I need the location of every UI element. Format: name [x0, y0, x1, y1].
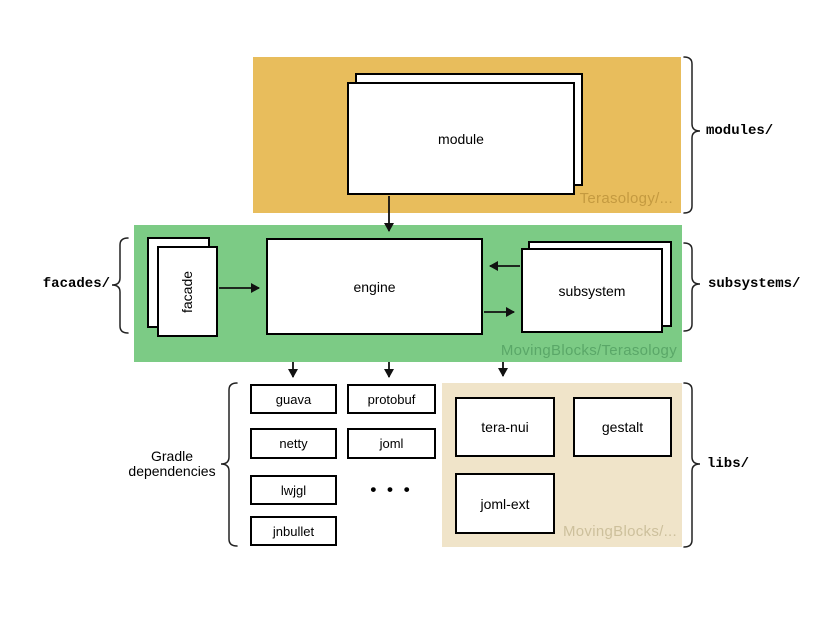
brace-subsystems	[683, 242, 701, 332]
netty-label: netty	[279, 436, 308, 451]
libs-bracket-label: libs/	[707, 456, 750, 472]
core-watermark: MovingBlocks/Terasology	[500, 342, 677, 359]
modules-bracket-label: modules/	[706, 123, 774, 139]
lwjgl-label: lwjgl	[280, 482, 307, 498]
deps-ellipsis: • • •	[370, 480, 413, 499]
gradle-label-line1: Gradle	[150, 448, 194, 464]
gestalt-label: gestalt	[601, 419, 644, 435]
subsystems-bracket-label: subsystems/	[708, 276, 801, 292]
gradle-label: Gradle dependencies	[112, 449, 232, 479]
protobuf-box: protobuf	[347, 384, 436, 414]
brace-facades	[111, 237, 129, 334]
engine-box-label: engine	[353, 278, 396, 295]
protobuf-label: protobuf	[367, 391, 416, 407]
jnbullet-box: jnbullet	[250, 516, 337, 546]
module-box: module	[347, 82, 575, 195]
joml-ext-label: joml-ext	[480, 495, 530, 512]
libs-watermark: MovingBlocks/...	[562, 523, 677, 540]
tera-nui-box: tera-nui	[455, 397, 555, 457]
tera-nui-label: tera-nui	[481, 419, 529, 435]
jnbullet-label: jnbullet	[272, 523, 315, 539]
joml-ext-box: joml-ext	[455, 473, 555, 534]
lwjgl-box: lwjgl	[250, 475, 337, 505]
netty-box: netty	[250, 428, 337, 459]
subsystem-box-label: subsystem	[558, 282, 626, 299]
brace-libs	[683, 382, 701, 548]
joml-box: joml	[347, 428, 436, 459]
guava-label: guava	[275, 391, 312, 407]
subsystem-box: subsystem	[521, 248, 663, 333]
facades-bracket-label: facades/	[42, 276, 110, 292]
gestalt-box: gestalt	[573, 397, 672, 457]
engine-box: engine	[266, 238, 483, 335]
joml-label: joml	[379, 436, 404, 451]
module-box-label: module	[438, 130, 484, 147]
facade-box: facade	[157, 246, 218, 337]
guava-box: guava	[250, 384, 337, 414]
facade-box-label: facade	[179, 270, 196, 313]
brace-modules	[683, 56, 701, 214]
modules-watermark: Terasology/...	[579, 190, 673, 207]
gradle-label-line2: dependencies	[128, 463, 216, 479]
